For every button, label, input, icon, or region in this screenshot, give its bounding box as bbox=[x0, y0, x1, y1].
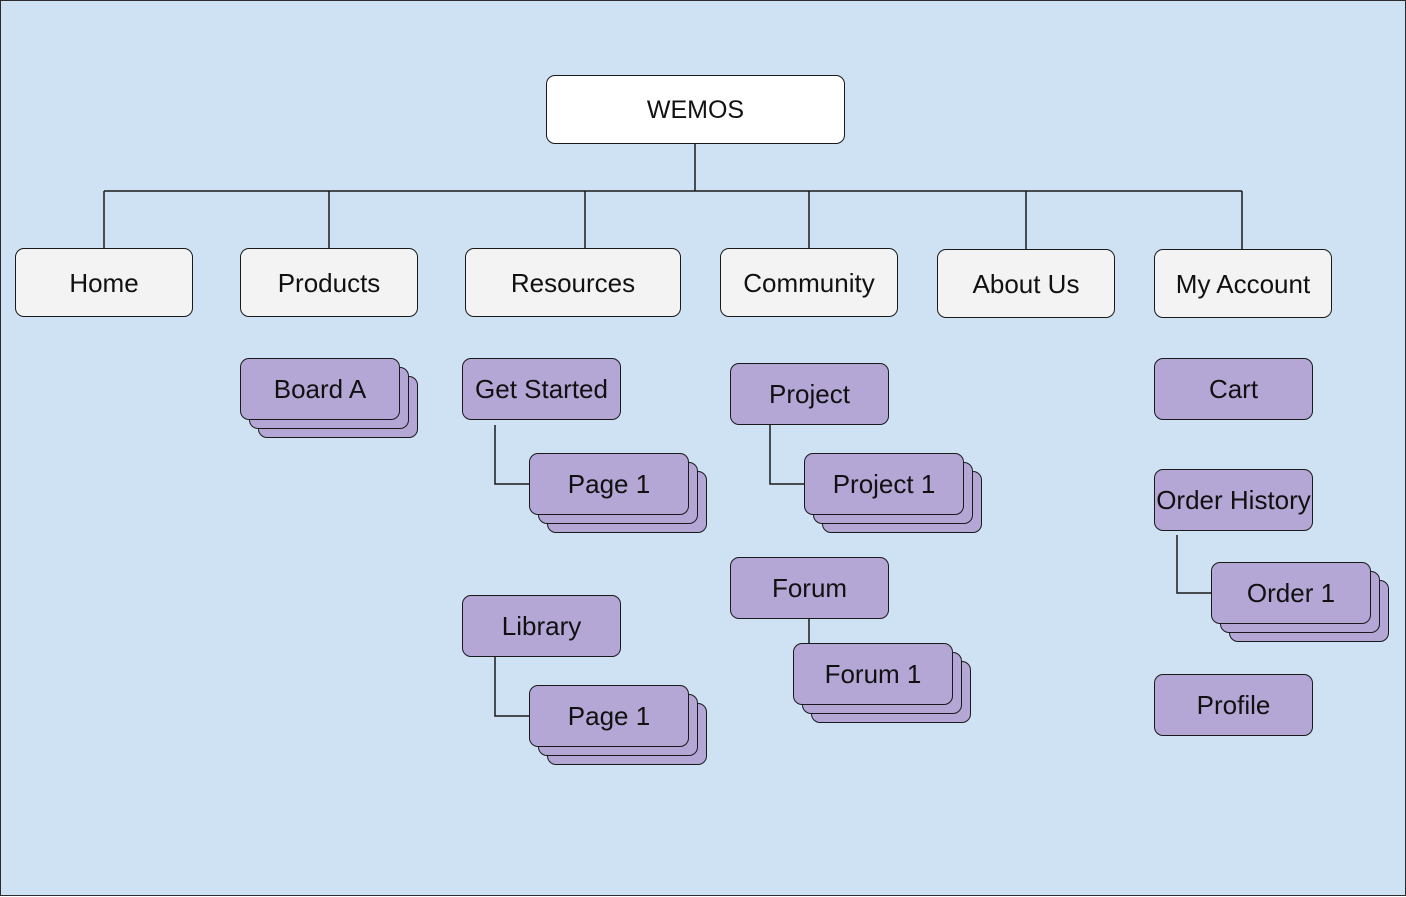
elbow-library-page bbox=[494, 657, 529, 717]
nav-node-my-account: My Account bbox=[1154, 249, 1332, 318]
forum-1-node: Forum 1 bbox=[793, 643, 953, 705]
library-node: Library bbox=[462, 595, 621, 657]
board-a-node: Board A bbox=[240, 358, 400, 420]
get-started-page-1-node: Page 1 bbox=[529, 453, 689, 515]
elbow-project-project1 bbox=[769, 425, 804, 485]
library-page-1-node: Page 1 bbox=[529, 685, 689, 747]
profile-node: Profile bbox=[1154, 674, 1313, 736]
root-node: WEMOS bbox=[546, 75, 845, 144]
order-1-node: Order 1 bbox=[1211, 562, 1371, 624]
elbow-order-history-order1 bbox=[1176, 535, 1211, 594]
project-node: Project bbox=[730, 363, 889, 425]
nav-node-home: Home bbox=[15, 248, 193, 317]
order-history-node: Order History bbox=[1154, 469, 1313, 531]
nav-node-about-us: About Us bbox=[937, 249, 1115, 318]
nav-node-products: Products bbox=[240, 248, 418, 317]
forum-node: Forum bbox=[730, 557, 889, 619]
project-1-node: Project 1 bbox=[804, 453, 964, 515]
get-started-node: Get Started bbox=[462, 358, 621, 420]
cart-node: Cart bbox=[1154, 358, 1313, 420]
nav-node-community: Community bbox=[720, 248, 898, 317]
nav-node-resources: Resources bbox=[465, 248, 681, 317]
elbow-get-started-page bbox=[494, 425, 529, 485]
